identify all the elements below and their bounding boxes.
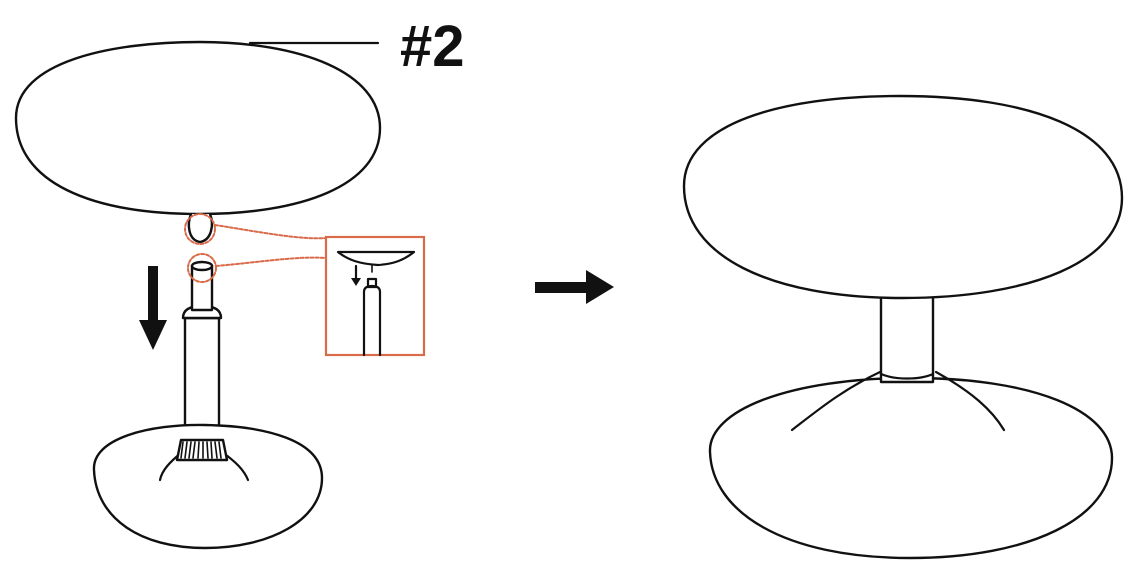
callout-circle-rod <box>187 253 217 283</box>
assembled-base-cushion <box>708 376 1114 560</box>
callout-leader-seat <box>214 224 327 240</box>
callout-circle-seat <box>184 213 216 245</box>
detail-seat-plate <box>336 250 416 267</box>
assembled-seat-cushion <box>682 94 1124 300</box>
seat-cushion <box>14 40 382 216</box>
assembled-base-fold-left <box>790 370 882 432</box>
cylinder-rod-tip <box>190 260 214 272</box>
cylinder-sleeve <box>183 316 221 442</box>
seat-mount-plug <box>187 212 214 244</box>
right-arrow-icon <box>535 270 614 304</box>
assembled-stool <box>682 94 1124 560</box>
cylinder-rod <box>190 264 214 312</box>
assembled-column <box>879 288 935 384</box>
callout-leader-rod <box>215 256 327 267</box>
down-arrow-icon <box>139 266 167 350</box>
base-cushion <box>92 423 324 550</box>
base-collar-ribs <box>180 441 222 459</box>
assembled-base-fold-right <box>934 370 1006 432</box>
detail-down-arrow-icon <box>351 264 361 286</box>
disassembled-stool: #2 <box>14 14 465 550</box>
detail-rod-tip <box>366 277 378 289</box>
detail-inset <box>324 235 426 357</box>
base <box>92 423 324 550</box>
gas-cylinder <box>181 260 223 442</box>
part-label: #2 <box>400 14 465 79</box>
assembled-column-collar <box>879 372 935 380</box>
